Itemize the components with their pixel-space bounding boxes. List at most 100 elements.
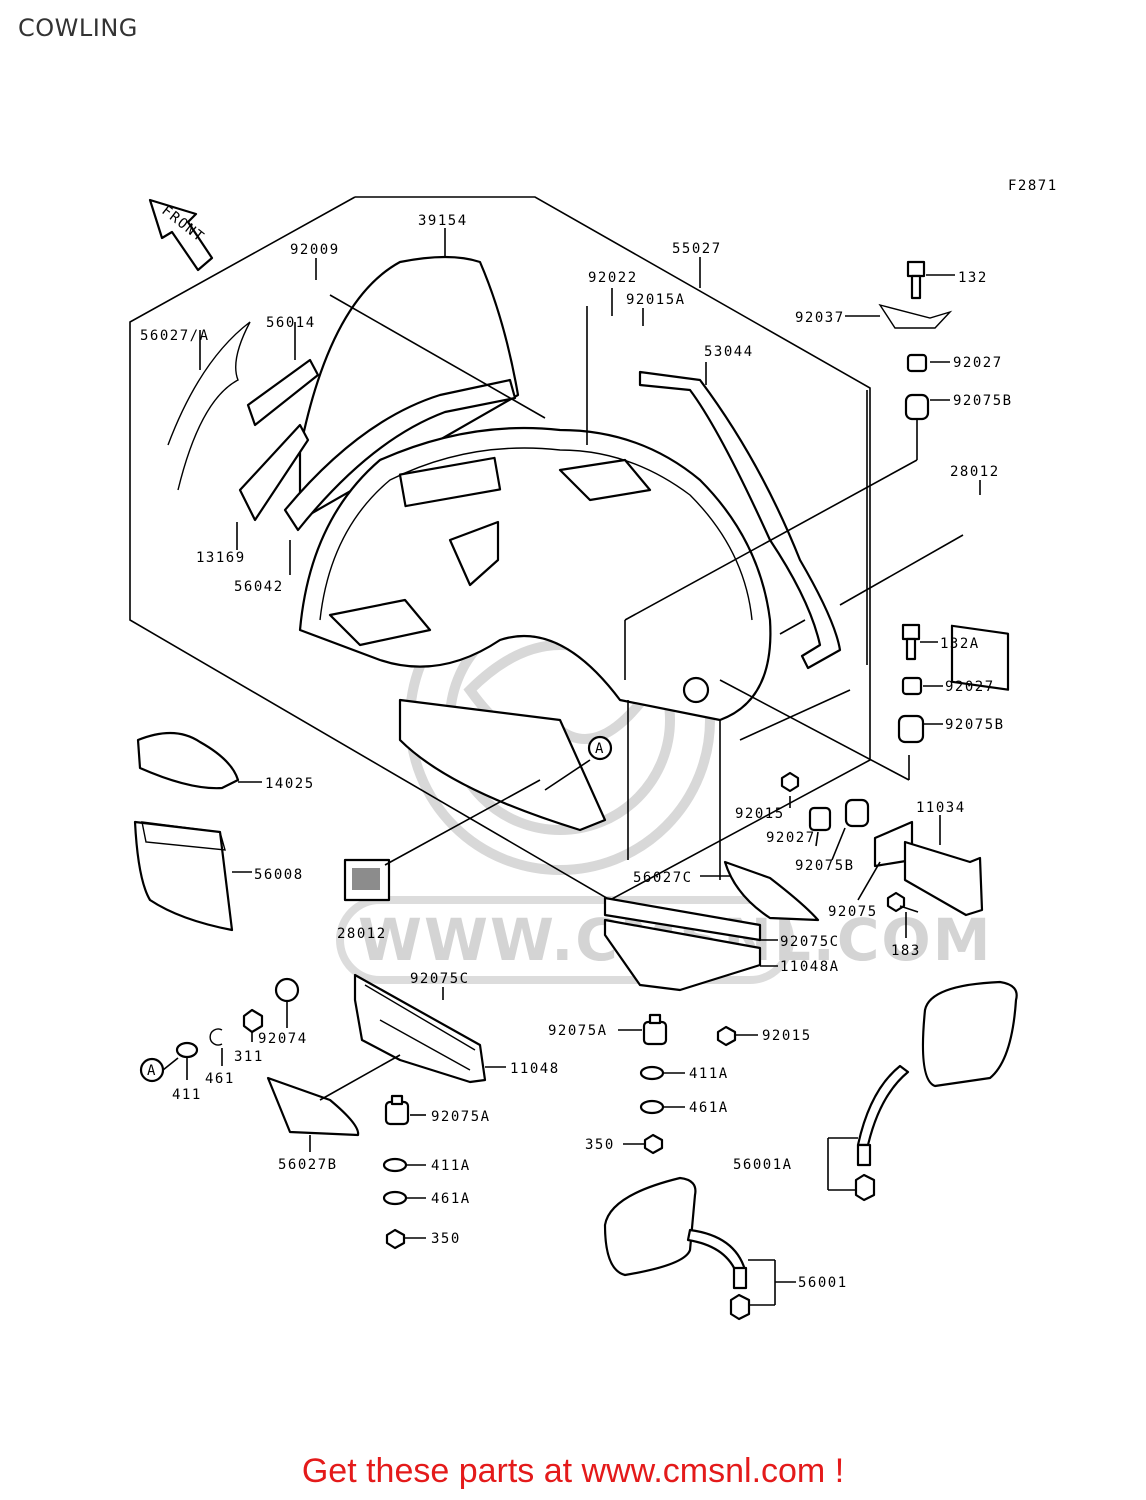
nut-92015-mid-icon	[780, 771, 800, 793]
label-461A-right: 461A	[689, 1100, 729, 1116]
bracket-11034	[873, 820, 984, 917]
label-92027-top: 92027	[953, 355, 1003, 371]
washer-461-icon	[209, 1028, 223, 1046]
label-92075B-low: 92075B	[795, 858, 855, 874]
grommet-92075B-top-icon	[904, 393, 930, 421]
label-411A-right: 411A	[689, 1066, 729, 1082]
assembly-outline	[129, 196, 871, 901]
nut-350-left-icon	[385, 1228, 406, 1250]
washer-411A-left-icon	[382, 1157, 408, 1173]
label-28012-right: 28012	[950, 464, 1000, 480]
washer-411-icon	[175, 1041, 199, 1059]
label-56042: 56042	[234, 579, 284, 595]
washer-411A-right-icon	[639, 1065, 665, 1081]
svg-text:A: A	[595, 741, 605, 757]
label-92027-low: 92027	[766, 830, 816, 846]
front-arrow-icon: FRONT	[148, 198, 214, 272]
collar-92074-icon	[274, 977, 300, 1003]
cowling-body	[298, 426, 772, 722]
mirror-56001	[603, 1176, 751, 1321]
page-title: COWLING	[18, 14, 138, 42]
seal-53044	[638, 370, 842, 670]
label-11034: 11034	[916, 800, 966, 816]
label-92027-mid: 92027	[945, 679, 995, 695]
label-92074: 92074	[258, 1031, 308, 1047]
cover-14025	[136, 731, 240, 790]
label-56027A: 56027/A	[140, 328, 210, 344]
parts-diagram: WWW.CMSNL.COM F2871 FRONT	[129, 178, 1058, 1321]
washer-461A-left-icon	[382, 1190, 408, 1206]
label-56008: 56008	[254, 867, 304, 883]
damper-92075A-left-icon	[384, 1094, 410, 1126]
figure-code: F2871	[1008, 178, 1058, 194]
cowling-lower	[398, 698, 607, 832]
trim-56014	[246, 358, 320, 427]
label-56001A: 56001A	[733, 1157, 793, 1173]
nut-350-right-icon	[643, 1133, 664, 1155]
collar-92027-low-icon	[808, 806, 832, 832]
label-13169: 13169	[196, 550, 246, 566]
part-labels: 39154 92009 55027 92022 92015A 132 92037…	[140, 213, 1013, 1291]
bracket-13169	[238, 423, 310, 522]
label-132A: 132A	[940, 636, 980, 652]
collar-92027-mid-icon	[901, 676, 923, 696]
bracket-11048A	[603, 896, 762, 992]
leader-lines	[162, 228, 981, 1306]
label-11048: 11048	[510, 1061, 560, 1077]
clip-92037-icon	[878, 303, 953, 329]
washer-461A-right-icon	[639, 1099, 665, 1115]
bolt-132-icon	[906, 260, 926, 300]
label-92015-low: 92015	[762, 1028, 812, 1044]
label-92015A-top: 92015A	[626, 292, 686, 308]
label-92075A-left: 92075A	[431, 1109, 491, 1125]
plate-28012-left	[343, 858, 391, 902]
bolt-183-icon	[886, 891, 919, 913]
label-311: 311	[234, 1049, 264, 1065]
label-92075C-right: 92075C	[780, 934, 840, 950]
label-56027B: 56027B	[278, 1157, 338, 1173]
label-11048A: 11048A	[780, 959, 840, 975]
label-92015-mid: 92015	[735, 806, 785, 822]
svg-text:A: A	[147, 1063, 157, 1079]
label-411A-left: 411A	[431, 1158, 471, 1174]
label-56001: 56001	[798, 1275, 848, 1291]
label-461: 461	[205, 1071, 235, 1087]
label-92075B-mid: 92075B	[945, 717, 1005, 733]
label-183: 183	[891, 943, 921, 959]
label-350-left: 350	[431, 1231, 461, 1247]
decal-56027B	[266, 1076, 360, 1137]
label-39154: 39154	[418, 213, 468, 229]
label-92075A-right: 92075A	[548, 1023, 608, 1039]
label-53044: 53044	[704, 344, 754, 360]
decal-56027A	[167, 321, 251, 491]
nut-311-icon	[242, 1008, 264, 1034]
label-92075: 92075	[828, 904, 878, 920]
bolt-132A-icon	[901, 623, 921, 661]
label-350-right: 350	[585, 1137, 615, 1153]
label-92009: 92009	[290, 242, 340, 258]
bracket-11048	[353, 973, 487, 1084]
box-56008	[133, 820, 234, 932]
label-92075B-top: 92075B	[953, 393, 1013, 409]
label-92075C-left: 92075C	[410, 971, 470, 987]
grommet-92075B-mid-icon	[897, 714, 925, 744]
label-132: 132	[958, 270, 988, 286]
label-56014: 56014	[266, 315, 316, 331]
label-56027C: 56027C	[633, 870, 693, 886]
collar-92027-top-icon	[906, 353, 928, 373]
label-92037: 92037	[795, 310, 845, 326]
decal-56027C	[723, 860, 820, 922]
label-461A-left: 461A	[431, 1191, 471, 1207]
mirror-56001A	[854, 980, 1018, 1202]
label-55027: 55027	[672, 241, 722, 257]
label-28012-left: 28012	[337, 926, 387, 942]
label-411: 411	[172, 1087, 202, 1103]
label-14025: 14025	[265, 776, 315, 792]
grommet-92075B-low-icon	[844, 798, 870, 828]
label-92022: 92022	[588, 270, 638, 286]
seal-56042	[283, 378, 517, 532]
damper-92075A-right-icon	[642, 1013, 668, 1046]
nut-92015-low-icon	[716, 1025, 737, 1047]
footer-link[interactable]: Get these parts at www.cmsnl.com !	[301, 1452, 845, 1490]
plate-28012-right-icon	[950, 624, 1010, 691]
